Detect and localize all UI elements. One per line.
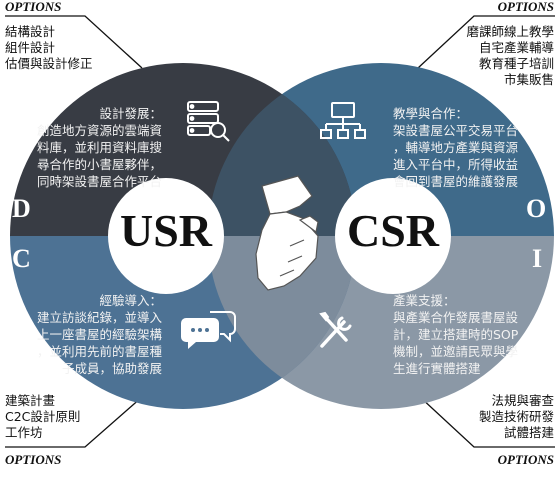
- chat-bubbles-icon: [181, 311, 236, 349]
- letter-d: D: [12, 194, 31, 223]
- usr-circle: [108, 178, 224, 294]
- quadrant-line: 尋合作的小書屋夥伴，: [36, 157, 162, 172]
- quadrant-heading: 設計發展：: [99, 106, 162, 121]
- letter-o: O: [526, 194, 547, 223]
- quadrant-line: 建立訪談紀錄，並導入: [36, 310, 162, 325]
- quadrant-line: 架設書屋公平交易平台: [393, 123, 519, 138]
- quadrant-line: ，並利用先前的書屋種: [36, 344, 162, 359]
- options-label-top-right: OPTIONS: [497, 0, 554, 14]
- corner-item: C2C設計原則: [5, 409, 81, 424]
- options-label-bottom-left: OPTIONS: [5, 452, 62, 467]
- quadrant-line: 創造地方資源的雲端資: [36, 123, 162, 138]
- server-search-icon: [187, 101, 230, 142]
- tools-icon: [319, 311, 352, 348]
- usr-label: USR: [119, 205, 213, 256]
- quadrant-line: 同時架設書屋合作平台: [36, 174, 162, 189]
- options-label-bottom-right: OPTIONS: [497, 452, 554, 467]
- corner-list-bottom-right: 法規與審查 製造技術研發 試體搭建: [479, 393, 554, 441]
- letter-i: I: [532, 244, 543, 273]
- quadrant-text-bottom-left: 經驗導入： 建立訪談紀錄，並導入 上一座書屋的經驗架構 ，並利用先前的書屋種 子…: [37, 292, 162, 377]
- csr-label: CSR: [346, 205, 440, 256]
- handshake-icon: [255, 175, 319, 291]
- corner-item: 磨課師線上教學: [466, 24, 554, 39]
- corner-item: 市集販售: [503, 72, 554, 87]
- corner-item: 製造技術研發: [478, 409, 554, 424]
- quadrant-text-top-left: 設計發展： 創造地方資源的雲端資 料庫，並利用資料庫搜 尋合作的小書屋夥伴， 同…: [37, 105, 162, 190]
- corner-item: 自宅產業輔導: [478, 40, 554, 55]
- quadrant-text-bottom-right: 產業支援： 與產業合作發展書屋設 計，建立搭建時的SOP 機制，並邀請民眾與學 …: [393, 292, 518, 377]
- quadrant-line: ，輔導地方產業與資源: [393, 140, 519, 155]
- quadrant-heading: 教學與合作：: [393, 106, 469, 121]
- quadrant-line: 料庫，並利用資料庫搜: [36, 140, 162, 155]
- corner-item: 法規與審查: [491, 393, 554, 408]
- corner-list-bottom-left: 建築計畫 C2C設計原則 工作坊: [5, 393, 80, 441]
- corner-list-top-left: 結構設計 組件設計 估價與設計修正: [5, 24, 93, 72]
- quadrant-line: 與產業合作發展書屋設: [393, 310, 519, 325]
- quadrant-line: 生進行實體搭建: [393, 361, 481, 376]
- letter-c: C: [12, 244, 31, 273]
- corner-item: 組件設計: [5, 40, 56, 55]
- corner-item: 建築計畫: [5, 393, 56, 408]
- quadrant-text-top-right: 教學與合作： 架設書屋公平交易平台 ，輔導地方產業與資源 進入平台中，所得收益 …: [393, 105, 518, 190]
- options-label-top-left: OPTIONS: [5, 0, 62, 14]
- quadrant-line: 子成員，協助發展: [61, 361, 162, 376]
- quadrant-line: 上一座書屋的經驗架構: [36, 327, 162, 342]
- corner-item: 教育種子培訓: [478, 56, 554, 71]
- quadrant-line: 會回到書屋的維護發展: [393, 174, 519, 189]
- network-icon: [320, 102, 366, 139]
- corner-item: 結構設計: [5, 24, 56, 39]
- leader-lines: [5, 15, 555, 448]
- quadrant-heading: 經驗導入：: [99, 293, 162, 308]
- csr-circle: [335, 178, 451, 294]
- quadrant-line: 機制，並邀請民眾與學: [393, 344, 519, 359]
- quadrant-line: 進入平台中，所得收益: [393, 157, 519, 172]
- quadrant-heading: 產業支援：: [393, 293, 456, 308]
- corner-list-top-right: 磨課師線上教學 自宅產業輔導 教育種子培訓 市集販售: [466, 24, 554, 88]
- corner-item: 工作坊: [5, 425, 43, 440]
- quadrant-line: 計，建立搭建時的SOP: [393, 327, 519, 342]
- corner-item: 試體搭建: [503, 425, 554, 440]
- corner-item: 估價與設計修正: [5, 56, 93, 71]
